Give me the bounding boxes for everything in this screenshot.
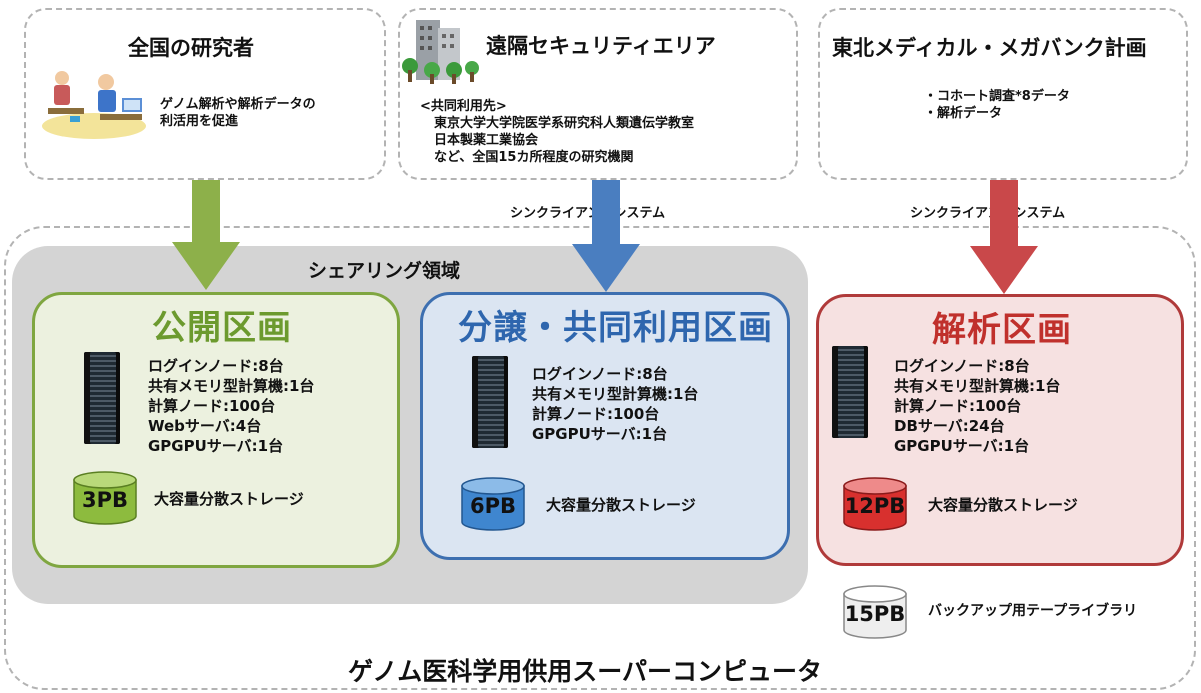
public-section-title: 公開区画 xyxy=(152,308,292,348)
analysis-spec-0: ログインノード:8台 xyxy=(894,357,1030,375)
public-server-rack-icon xyxy=(84,352,120,444)
tohoku-item-1: ・解析データ xyxy=(924,106,1003,121)
public-spec-0: ログインノード:8台 xyxy=(148,357,284,375)
analysis-storage-label: 大容量分散ストレージ xyxy=(928,496,1078,514)
researchers-illustration xyxy=(40,64,148,142)
public-spec-2: 計算ノード:100台 xyxy=(148,397,276,415)
blue-arrow xyxy=(572,180,640,292)
remote-security-box xyxy=(398,8,798,180)
researchers-desc-line2: 利活用を促進 xyxy=(160,114,239,129)
tohoku-item-0: ・コホート調査*8データ xyxy=(924,89,1070,104)
researchers-description: ゲノム解析や解析データの 利活用を促進 xyxy=(160,96,316,130)
researchers-title: 全国の研究者 xyxy=(128,36,254,60)
red-arrow xyxy=(970,180,1038,294)
analysis-spec-2: 計算ノード:100台 xyxy=(894,397,1022,415)
analysis-storage-value: 12PB xyxy=(844,494,906,518)
shared-specs: ログインノード:8台 共有メモリ型計算機:1台 計算ノード:100台 GPGPU… xyxy=(532,364,698,444)
analysis-specs: ログインノード:8台 共有メモリ型計算機:1台 計算ノード:100台 DBサーバ… xyxy=(894,356,1060,456)
sharing-area-label: シェアリング領域 xyxy=(308,260,461,282)
shared-spec-0: ログインノード:8台 xyxy=(532,365,668,383)
supercomputer-title: ゲノム医科学用供用スーパーコンピュータ xyxy=(348,657,823,686)
shared-storage-value: 6PB xyxy=(469,494,516,518)
shared-server-rack-icon xyxy=(472,356,508,448)
thin-client-label-center: シンクライアントシステム xyxy=(510,206,666,221)
shared-spec-3: GPGPUサーバ:1台 xyxy=(532,425,668,443)
thin-client-label-right: シンクライアントシステム xyxy=(910,206,1066,221)
analysis-section-title: 解析区画 xyxy=(932,310,1072,350)
public-spec-4: GPGPUサーバ:1台 xyxy=(148,437,284,455)
buildings-illustration xyxy=(402,14,480,88)
shared-spec-2: 計算ノード:100台 xyxy=(532,405,660,423)
public-storage-label: 大容量分散ストレージ xyxy=(154,490,304,508)
analysis-spec-4: GPGPUサーバ:1台 xyxy=(894,437,1030,455)
green-arrow xyxy=(172,180,240,290)
backup-label: バックアップ用テープライブラリ xyxy=(928,603,1138,619)
shared-spec-1: 共有メモリ型計算機:1台 xyxy=(532,385,699,403)
remote-line-3: など、全国15カ所程度の研究機関 xyxy=(434,150,634,165)
public-specs: ログインノード:8台 共有メモリ型計算機:1台 計算ノード:100台 Webサー… xyxy=(148,356,314,456)
remote-security-details: <共同利用先> 東京大学大学院医学系研究科人類遺伝学教室 日本製薬工業協会 など… xyxy=(420,98,694,166)
remote-line-1: 東京大学大学院医学系研究科人類遺伝学教室 xyxy=(434,116,695,131)
public-spec-3: Webサーバ:4台 xyxy=(148,417,262,435)
analysis-server-rack-icon xyxy=(832,346,868,438)
tohoku-megabank-box xyxy=(818,8,1188,180)
analysis-spec-1: 共有メモリ型計算機:1台 xyxy=(894,377,1061,395)
shared-section-title: 分譲・共同利用区画 xyxy=(458,308,773,348)
shared-storage-label: 大容量分散ストレージ xyxy=(546,496,696,514)
tohoku-items: ・コホート調査*8データ ・解析データ xyxy=(924,88,1070,122)
backup-value: 15PB xyxy=(844,602,906,626)
remote-line-2: 日本製薬工業協会 xyxy=(434,133,539,148)
backup-tape-cylinder-icon: 15PB xyxy=(842,584,908,640)
public-storage-value: 3PB xyxy=(81,488,128,512)
analysis-spec-3: DBサーバ:24台 xyxy=(894,417,1005,435)
shared-storage-cylinder-icon: 6PB xyxy=(460,476,526,532)
public-spec-1: 共有メモリ型計算機:1台 xyxy=(148,377,315,395)
public-storage-cylinder-icon: 3PB xyxy=(72,470,138,526)
tohoku-title: 東北メディカル・メガバンク計画 xyxy=(832,36,1147,60)
remote-security-title: 遠隔セキュリティエリア xyxy=(486,34,716,58)
analysis-storage-cylinder-icon: 12PB xyxy=(842,476,908,532)
researchers-desc-line1: ゲノム解析や解析データの xyxy=(160,97,316,112)
researchers-box xyxy=(24,8,386,180)
remote-line-0: <共同利用先> xyxy=(420,99,507,114)
